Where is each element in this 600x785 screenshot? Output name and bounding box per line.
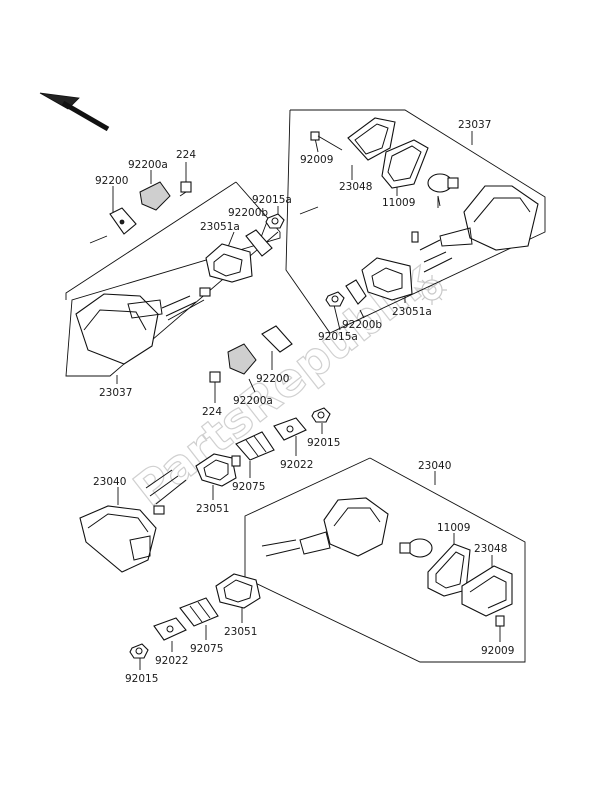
- part-bracket-92200a-upper: [139, 181, 171, 211]
- part-bracket-23051-lower: [215, 573, 261, 609]
- part-bracket-92200a-mid: [227, 343, 257, 375]
- part-label: 23037: [458, 119, 491, 131]
- part-label: 92009: [481, 645, 514, 657]
- part-nut-92015-lower: [129, 643, 149, 659]
- part-washer-92022-lower: [153, 617, 187, 641]
- rear-right-assembly-box: [244, 457, 526, 663]
- part-bracket-23051-mid: [195, 453, 241, 487]
- part-screw-upper: [310, 131, 343, 151]
- assembly-outlines: [65, 109, 546, 663]
- part-plate-92200-upper: [109, 207, 137, 235]
- part-label: 92015: [307, 437, 340, 449]
- turn-signal-housing-upper-right: [411, 185, 539, 273]
- part-label: 23051a: [392, 306, 432, 318]
- part-label: 23051a: [200, 221, 240, 233]
- part-label: 92200a: [233, 395, 273, 407]
- part-screw-lower: [495, 615, 505, 627]
- part-label: 11009: [382, 197, 415, 209]
- bulb-icon-upper: [427, 173, 459, 207]
- turn-signal-housing-rear-right: [261, 497, 389, 557]
- part-label: 92015: [125, 673, 158, 685]
- part-plate-92200-mid: [261, 325, 293, 353]
- part-label: 92022: [280, 459, 313, 471]
- part-label: 92200: [95, 175, 128, 187]
- part-grommet-92075-mid: [235, 431, 275, 461]
- part-label: 92200b: [342, 319, 382, 331]
- part-label: 23040: [93, 476, 126, 488]
- part-label: 23048: [339, 181, 372, 193]
- part-label: 92022: [155, 655, 188, 667]
- part-label: 92200: [256, 373, 289, 385]
- part-label: 92015a: [318, 331, 358, 343]
- part-screw-224-upper: [179, 181, 192, 197]
- part-label: 224: [176, 149, 196, 161]
- part-label: 23051: [224, 626, 257, 638]
- part-label: 23051: [196, 503, 229, 515]
- part-washer-92022-mid: [273, 417, 307, 441]
- part-gasket-upper: [381, 139, 429, 189]
- part-plate-92200b-left: [245, 229, 273, 257]
- leader-lines: [112, 131, 501, 670]
- part-label: 92009: [300, 154, 333, 166]
- part-screw-224-mid: [209, 371, 221, 383]
- part-lens-cover-upper: [347, 117, 396, 161]
- part-bracket-23051a-right: [361, 257, 413, 301]
- part-label: 92075: [232, 481, 265, 493]
- part-label: 23040: [418, 460, 451, 472]
- part-label: 92075: [190, 643, 223, 655]
- part-label: 224: [202, 406, 222, 418]
- part-label: 23037: [99, 387, 132, 399]
- front-right-assembly-box: [285, 109, 546, 334]
- part-label: 11009: [437, 522, 470, 534]
- part-bracket-23051a-left: [205, 243, 253, 283]
- part-label: 23048: [474, 543, 507, 555]
- part-lens-cover-lower: [461, 565, 513, 617]
- part-label: 92200a: [128, 159, 168, 171]
- part-nut-92015-mid: [311, 407, 331, 423]
- bulb-icon-lower: [399, 538, 433, 558]
- part-number-labels: 23037 92009 23048 11009 224 92200a 92200…: [93, 119, 514, 685]
- part-plate-right: [345, 279, 367, 305]
- part-label: 92015a: [252, 194, 292, 206]
- turn-signal-housing-upper-left: [75, 287, 211, 365]
- direction-arrow-icon: [39, 92, 110, 132]
- turn-signal-housing-rear-left: [79, 469, 187, 573]
- part-nut-right: [325, 291, 345, 307]
- part-label: 92200b: [228, 207, 268, 219]
- part-grommet-92075-lower: [179, 597, 219, 627]
- part-nut-92015a-left: [265, 213, 285, 229]
